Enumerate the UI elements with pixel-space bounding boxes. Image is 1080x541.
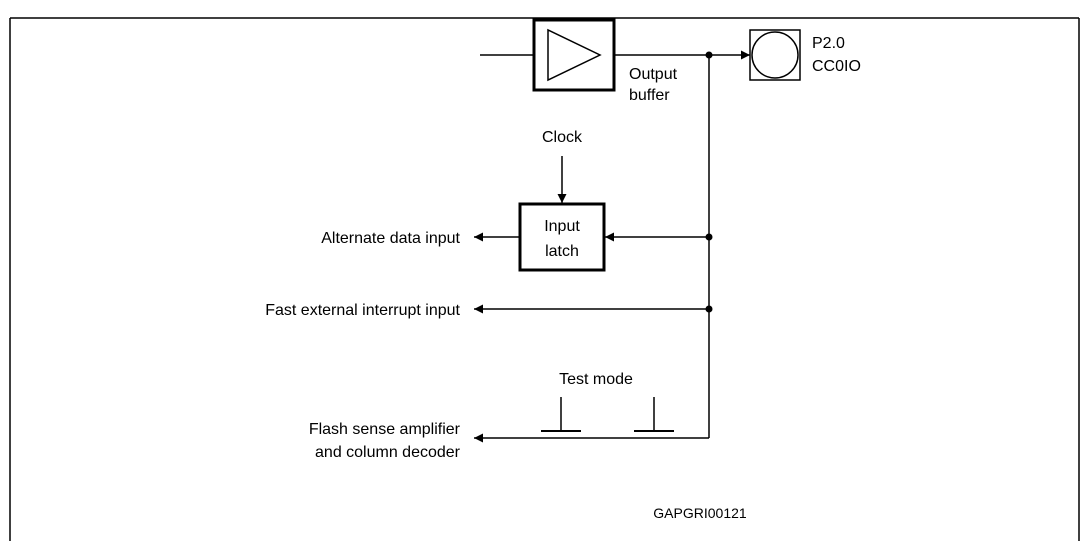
- pin-circle-icon: [751, 31, 799, 79]
- pin-function: CC0IO: [812, 58, 861, 75]
- test-mode-label: Test mode: [559, 371, 633, 388]
- input-latch-box: [518, 202, 606, 272]
- buffer-triangle-icon: [547, 28, 602, 82]
- clock-label: Clock: [542, 129, 583, 146]
- pin-bus: [705, 51, 713, 438]
- output-buffer-label-line1: Output: [629, 66, 678, 83]
- figure-border: [9, 17, 1080, 541]
- alternate-data-input-label: Alternate data input: [321, 230, 460, 247]
- pin-box: [749, 29, 801, 81]
- fast-interrupt-path: Fast external interrupt input: [265, 302, 709, 319]
- pin-name: P2.0: [812, 35, 845, 52]
- pin: P2.0 CC0IO: [749, 29, 861, 81]
- input-latch: Clock Input latch Alternate data input: [321, 129, 709, 272]
- output-buffer-label-line2: buffer: [629, 87, 670, 104]
- input-latch-label-line2: latch: [545, 243, 579, 260]
- output-buffer: Output buffer: [480, 18, 750, 104]
- flash-sense-path: Test mode Flash sense amplifier and colu…: [309, 371, 709, 461]
- input-latch-label-line1: Input: [544, 218, 580, 235]
- figure-code: GAPGRI00121: [653, 505, 747, 521]
- fast-interrupt-label: Fast external interrupt input: [265, 302, 460, 319]
- junction-dot-top: [705, 51, 713, 59]
- flash-sense-label-line1: Flash sense amplifier: [309, 421, 461, 438]
- buffer-box: [532, 18, 616, 92]
- flash-sense-label-line2: and column decoder: [315, 444, 461, 461]
